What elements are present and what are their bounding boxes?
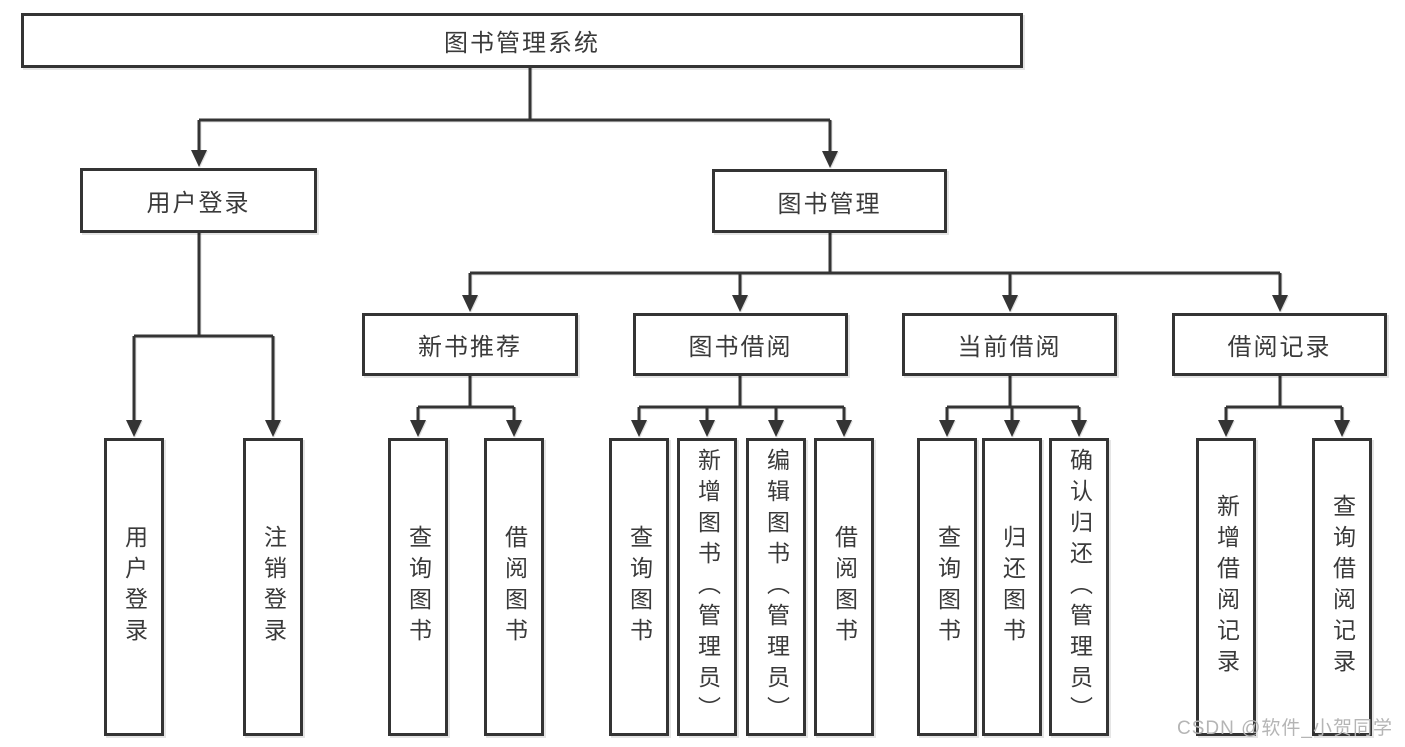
arrow-down-icon	[265, 420, 281, 437]
arrow-down-icon	[822, 151, 838, 168]
arrow-down-icon	[506, 420, 522, 437]
node-label: 借阅图书	[501, 525, 528, 649]
arrow-down-icon	[1071, 420, 1087, 437]
node-root: 图书管理系统	[21, 13, 1023, 68]
arrow-down-icon	[126, 420, 142, 437]
arrow-down-icon	[410, 420, 426, 437]
node-label: 注销登录	[260, 525, 287, 649]
node-new-book-recommend: 新书推荐	[362, 313, 578, 376]
node-leaf-user-login: 用户登录	[104, 438, 164, 736]
watermark: CSDN @软件_小贺同学	[1177, 718, 1393, 739]
node-label: 用户登录	[146, 190, 251, 217]
node-leaf-logout: 注销登录	[243, 438, 303, 736]
node-label: 借阅记录	[1227, 334, 1332, 361]
node-leaf-query-books-current: 查询图书	[917, 438, 977, 736]
node-label: 归还图书	[999, 525, 1026, 649]
node-label: 图书借阅	[688, 334, 793, 361]
connector-lines	[132, 66, 1344, 421]
node-label: 新增图书（管理员）	[694, 447, 721, 727]
arrow-down-icon	[631, 420, 647, 437]
node-label: 查询图书	[934, 525, 961, 649]
arrow-down-icon	[939, 420, 955, 437]
node-label: 借阅图书	[831, 525, 858, 649]
node-label: 编辑图书（管理员）	[763, 447, 790, 727]
node-label: 图书管理	[777, 190, 882, 218]
arrow-down-icon	[732, 295, 748, 312]
node-label: 查询图书	[405, 525, 432, 649]
arrow-down-icon	[462, 295, 478, 312]
arrow-down-icon	[1334, 420, 1350, 437]
node-leaf-add-borrow-record: 新增借阅记录	[1196, 438, 1256, 736]
arrow-down-icon	[699, 420, 715, 437]
arrow-down-icon	[1218, 420, 1234, 437]
node-user-login: 用户登录	[80, 168, 317, 233]
node-label: 用户登录	[121, 525, 148, 649]
node-label: 图书管理系统	[444, 30, 600, 57]
arrow-down-icon	[191, 150, 207, 167]
arrow-down-icon	[836, 420, 852, 437]
node-leaf-query-borrow-record: 查询借阅记录	[1312, 438, 1372, 736]
node-leaf-confirm-return-admin: 确认归还（管理员）	[1049, 438, 1109, 736]
node-leaf-edit-books-admin: 编辑图书（管理员）	[746, 438, 806, 736]
node-leaf-borrow-books: 借阅图书	[814, 438, 874, 736]
node-current-borrow: 当前借阅	[902, 313, 1117, 376]
node-leaf-return-books: 归还图书	[982, 438, 1042, 736]
node-leaf-query-books-recommend: 查询图书	[388, 438, 448, 736]
node-borrow-records: 借阅记录	[1172, 313, 1387, 376]
node-book-borrow: 图书借阅	[633, 313, 848, 376]
node-book-management: 图书管理	[712, 169, 947, 233]
node-label: 查询借阅记录	[1329, 494, 1356, 680]
arrow-down-icon	[1004, 420, 1020, 437]
arrowheads	[126, 150, 1350, 437]
arrow-down-icon	[1272, 295, 1288, 312]
node-label: 确认归还（管理员）	[1066, 447, 1093, 727]
node-leaf-query-books-borrow: 查询图书	[609, 438, 669, 736]
node-label: 查询图书	[626, 525, 653, 649]
node-label: 新增借阅记录	[1213, 494, 1240, 680]
arrow-down-icon	[1002, 295, 1018, 312]
node-leaf-borrow-books-recommend: 借阅图书	[484, 438, 544, 736]
node-leaf-add-books-admin: 新增图书（管理员）	[677, 438, 737, 736]
node-label: 新书推荐	[418, 334, 522, 361]
arrow-down-icon	[768, 420, 784, 437]
node-label: 当前借阅	[957, 334, 1062, 361]
